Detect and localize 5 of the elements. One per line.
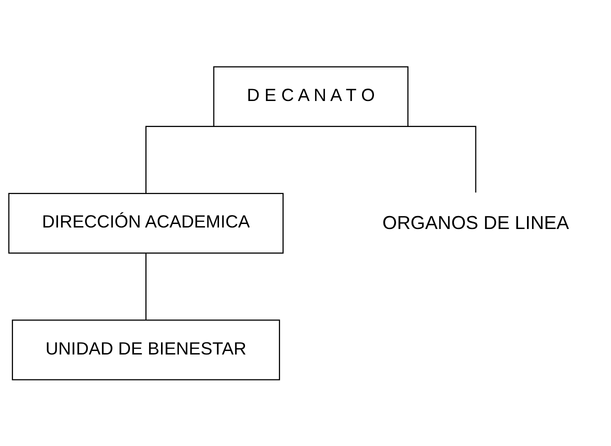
node-box: DIRECCIÓN ACADEMICA: [8, 192, 284, 254]
node-box: D E C A N A T O: [213, 66, 408, 127]
connector: [145, 252, 146, 320]
node-box: UNIDAD DE BIENESTAR: [12, 319, 280, 380]
node-text: ORGANOS DE LINEA: [382, 212, 570, 234]
